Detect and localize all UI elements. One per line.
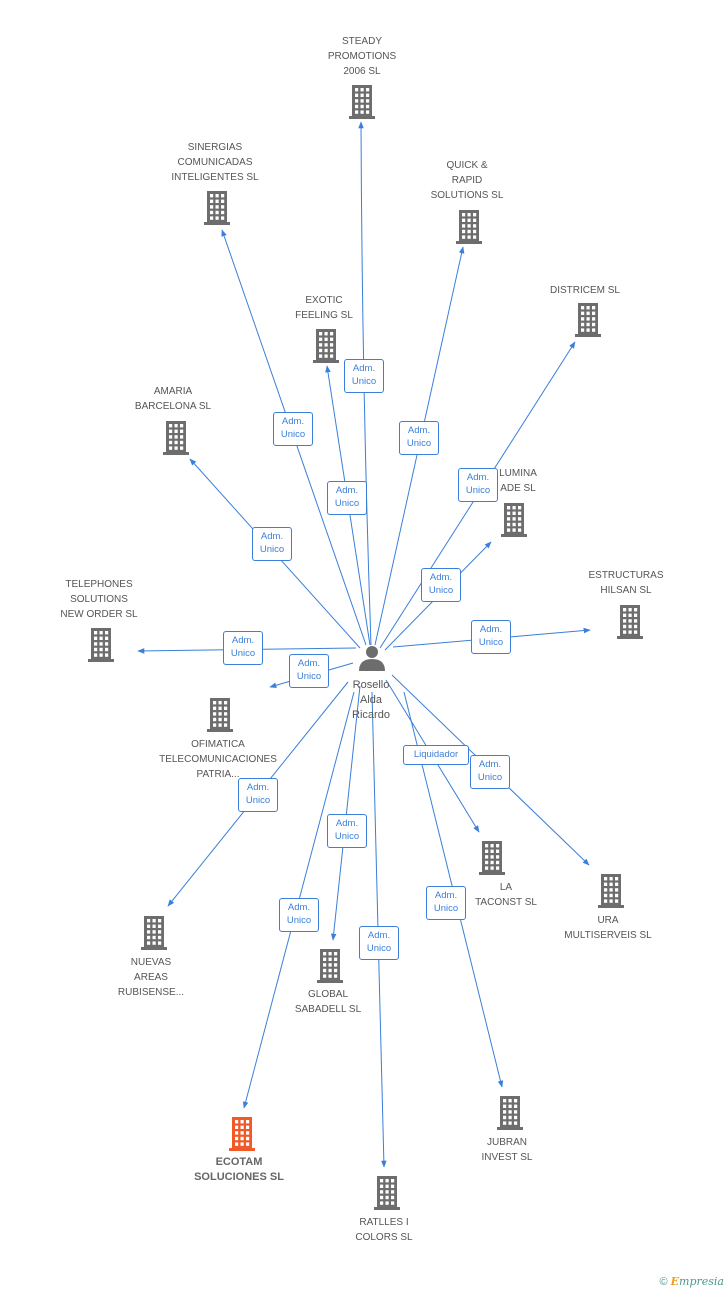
empresia-footer: © Empresia — [659, 1275, 724, 1288]
empresia-logo[interactable]: Empresia — [670, 1275, 724, 1288]
role-badge-jubran[interactable]: Adm. Unico — [426, 886, 466, 920]
company-label-global[interactable]: GLOBAL SABADELL SL — [294, 989, 362, 1015]
company-label-districem[interactable]: DISTRICEM SL — [549, 284, 620, 296]
role-badge-amaria[interactable]: Adm. Unico — [252, 527, 292, 561]
building-icon-la_taconst[interactable] — [479, 841, 505, 875]
role-badge-la_taconst[interactable]: Liquidador — [403, 745, 469, 765]
role-badge-ecotam[interactable]: Adm. Unico — [279, 898, 319, 932]
center-person-label[interactable]: Rosello Alda Ricardo — [352, 679, 390, 721]
company-label-sinergias[interactable]: SINERGIAS COMUNICADAS INTELIGENTES SL — [171, 141, 259, 183]
building-icon-sinergias[interactable] — [204, 191, 230, 225]
building-icon-ofimatica[interactable] — [207, 698, 233, 732]
role-badge-exotic[interactable]: Adm. Unico — [327, 481, 367, 515]
company-label-la_taconst[interactable]: LA TACONST SL — [475, 882, 537, 908]
building-icon-estructuras[interactable] — [617, 605, 643, 639]
building-icon-steady[interactable] — [349, 85, 375, 119]
building-icon-districem[interactable] — [575, 303, 601, 337]
company-label-ratlles[interactable]: RATLLES I COLORS SL — [355, 1217, 413, 1243]
company-label-jubran[interactable]: JUBRAN INVEST SL — [481, 1137, 533, 1163]
role-badge-sinergias[interactable]: Adm. Unico — [273, 412, 313, 446]
building-icon-ecotam[interactable] — [229, 1117, 255, 1151]
building-icon-telephones[interactable] — [88, 628, 114, 662]
role-badge-telephones[interactable]: Adm. Unico — [223, 631, 263, 665]
company-label-quick[interactable]: QUICK & RAPID SOLUTIONS SL — [430, 159, 504, 201]
company-label-steady[interactable]: STEADY PROMOTIONS 2006 SL — [327, 35, 397, 77]
copyright-symbol: © — [659, 1276, 668, 1288]
company-label-amaria[interactable]: AMARIA BARCELONA SL — [134, 386, 212, 412]
person-icon[interactable] — [359, 646, 385, 671]
role-badge-ura[interactable]: Adm. Unico — [470, 755, 510, 789]
building-icon-ura[interactable] — [598, 874, 624, 908]
company-label-lumina[interactable]: LUMINA ADE SL — [499, 468, 537, 494]
building-icon-lumina[interactable] — [501, 503, 527, 537]
edge-global — [330, 685, 361, 941]
role-badge-estructuras[interactable]: Adm. Unico — [471, 620, 511, 654]
company-label-nuevas[interactable]: NUEVAS AREAS RUBISENSE... — [117, 956, 185, 998]
role-badge-global[interactable]: Adm. Unico — [327, 814, 367, 848]
role-badge-nuevas[interactable]: Adm. Unico — [238, 778, 278, 812]
building-icon-amaria[interactable] — [163, 421, 189, 455]
company-label-estructuras[interactable]: ESTRUCTURAS HILSAN SL — [588, 570, 664, 596]
building-icon-quick[interactable] — [456, 210, 482, 244]
building-icon-exotic[interactable] — [313, 329, 339, 363]
building-icon-nuevas[interactable] — [141, 916, 167, 950]
role-badge-quick[interactable]: Adm. Unico — [399, 421, 439, 455]
company-label-telephones[interactable]: TELEPHONES SOLUTIONS NEW ORDER SL — [60, 578, 138, 620]
company-label-exotic[interactable]: EXOTIC FEELING SL — [295, 295, 353, 321]
company-label-ecotam[interactable]: ECOTAM SOLUCIONES SL — [194, 1156, 284, 1183]
role-badge-districem[interactable]: Adm. Unico — [458, 468, 498, 502]
role-badge-ratlles[interactable]: Adm. Unico — [359, 926, 399, 960]
company-label-ofimatica[interactable]: OFIMATICA TELECOMUNICACIONES PATRIA... — [159, 738, 277, 780]
building-icon-jubran[interactable] — [497, 1096, 523, 1130]
role-badge-ofimatica[interactable]: Adm. Unico — [289, 654, 329, 688]
building-icon-global[interactable] — [317, 949, 343, 983]
role-badge-lumina[interactable]: Adm. Unico — [421, 568, 461, 602]
building-icon-ratlles[interactable] — [374, 1176, 400, 1210]
role-badge-steady[interactable]: Adm. Unico — [344, 359, 384, 393]
company-label-ura[interactable]: URA MULTISERVEIS SL — [564, 915, 652, 941]
